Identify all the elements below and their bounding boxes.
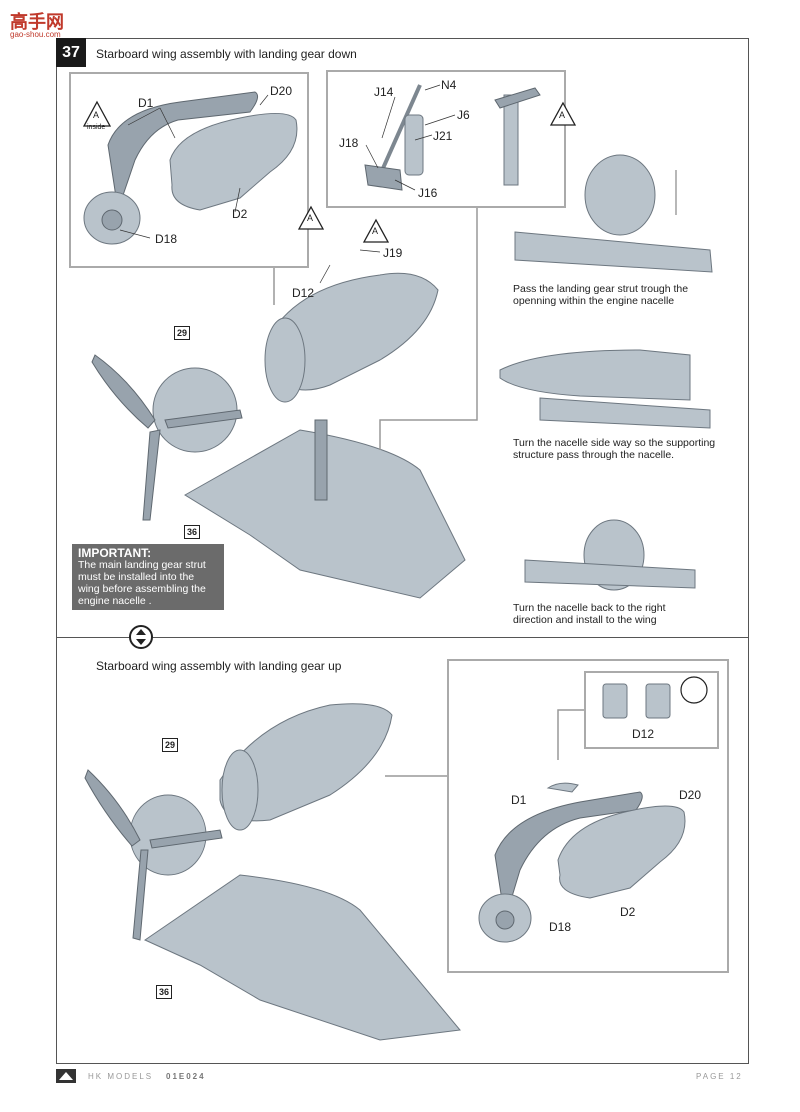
j21-strut-part [404, 114, 424, 176]
cut-icon [680, 676, 708, 704]
watermark-logo: 高手网 [10, 12, 64, 32]
label-d1: D1 [138, 96, 154, 110]
note-pass-strut-line1: Pass the landing gear strut trough the [513, 283, 689, 295]
marker-a-triangle [549, 101, 577, 126]
label-n4: N4 [441, 78, 457, 92]
d2-nacelle-half [169, 113, 298, 211]
label-d20: D20 [270, 84, 293, 98]
step-number: 37 [56, 38, 86, 67]
footer-brand: HK MODELS [88, 1072, 154, 1081]
step-b-title: Starboard wing assembly with landing gea… [96, 659, 342, 673]
marker-a-triangle [297, 205, 325, 230]
label-d2: D2 [232, 207, 248, 221]
label-d12-lower: D12 [632, 727, 655, 741]
d12-part-a [602, 683, 628, 719]
page-frame [56, 38, 749, 1064]
j18-fork-part [364, 164, 403, 191]
important-note-box: IMPORTANT: The main landing gear strut m… [72, 544, 224, 610]
gear-up-detail-box [447, 659, 729, 973]
d1-nacelle-half [107, 91, 259, 211]
marker-a-label: A [372, 226, 379, 236]
label-j18: J18 [339, 136, 359, 150]
d12-part-b [645, 683, 671, 719]
note-turn-back-line2: direction and install to the wing [513, 614, 657, 626]
label-d18: D18 [155, 232, 178, 246]
step-title: Starboard wing assembly with landing gea… [96, 47, 357, 61]
marker-a-label: A [307, 213, 314, 223]
nacelle-detail-box [69, 72, 309, 268]
ref-step-29-lower: 29 [162, 738, 178, 752]
marker-a-label: A [559, 110, 566, 120]
label-d2-lower: D2 [620, 905, 636, 919]
label-j21: J21 [433, 129, 453, 143]
d12-detail-box [584, 671, 719, 749]
ref-step-36-lower: 36 [156, 985, 172, 999]
starboard-wing-lower [143, 874, 461, 1041]
label-d1-lower: D1 [511, 793, 527, 807]
nacelle-side-view [499, 349, 691, 401]
label-j19: J19 [383, 246, 403, 260]
section-divider [56, 637, 749, 638]
propeller-blade [91, 354, 156, 429]
label-d12: D12 [292, 286, 315, 300]
note-turn-sideways-line2: structure pass through the nacelle. [513, 449, 675, 461]
ref-step-29: 29 [174, 326, 190, 340]
watermark-site: gao-shou.com [10, 30, 61, 39]
note-turn-sideways-line1: Turn the nacelle side way so the support… [513, 437, 716, 449]
nacelle-front-view [584, 154, 656, 236]
label-d20-lower: D20 [679, 788, 702, 802]
landing-gear-detail-box [326, 70, 566, 208]
swap-icon [129, 625, 153, 649]
engine-nacelle [269, 272, 439, 391]
important-line4: engine nacelle . [78, 595, 152, 607]
assembled-gear-part [503, 94, 519, 186]
engine-cowling [152, 367, 238, 453]
label-d18-lower: D18 [549, 920, 572, 934]
important-line3: wing before assembling the [78, 583, 206, 595]
footer-code: 01E024 [166, 1072, 206, 1081]
important-line2: must be installed into the [78, 571, 195, 583]
propeller-blade-lower [84, 769, 141, 847]
marker-inside-label: inside [87, 124, 106, 131]
label-j16: J16 [418, 186, 438, 200]
label-j14: J14 [374, 85, 394, 99]
important-heading: IMPORTANT: [78, 546, 152, 560]
important-line1: The main landing gear strut [78, 559, 206, 571]
marker-a-triangle [82, 100, 112, 127]
footer-page: PAGE 12 [696, 1072, 743, 1081]
label-j6: J6 [457, 108, 470, 122]
wing-section [514, 231, 713, 273]
marker-a-triangle [362, 218, 390, 243]
ref-step-36: 36 [184, 525, 200, 539]
note-turn-back-line1: Turn the nacelle back to the right [513, 602, 666, 614]
marker-a-label: A [93, 110, 100, 120]
hk-logo-icon [56, 1069, 76, 1083]
note-pass-strut-line2: openning within the engine nacelle [513, 295, 675, 307]
